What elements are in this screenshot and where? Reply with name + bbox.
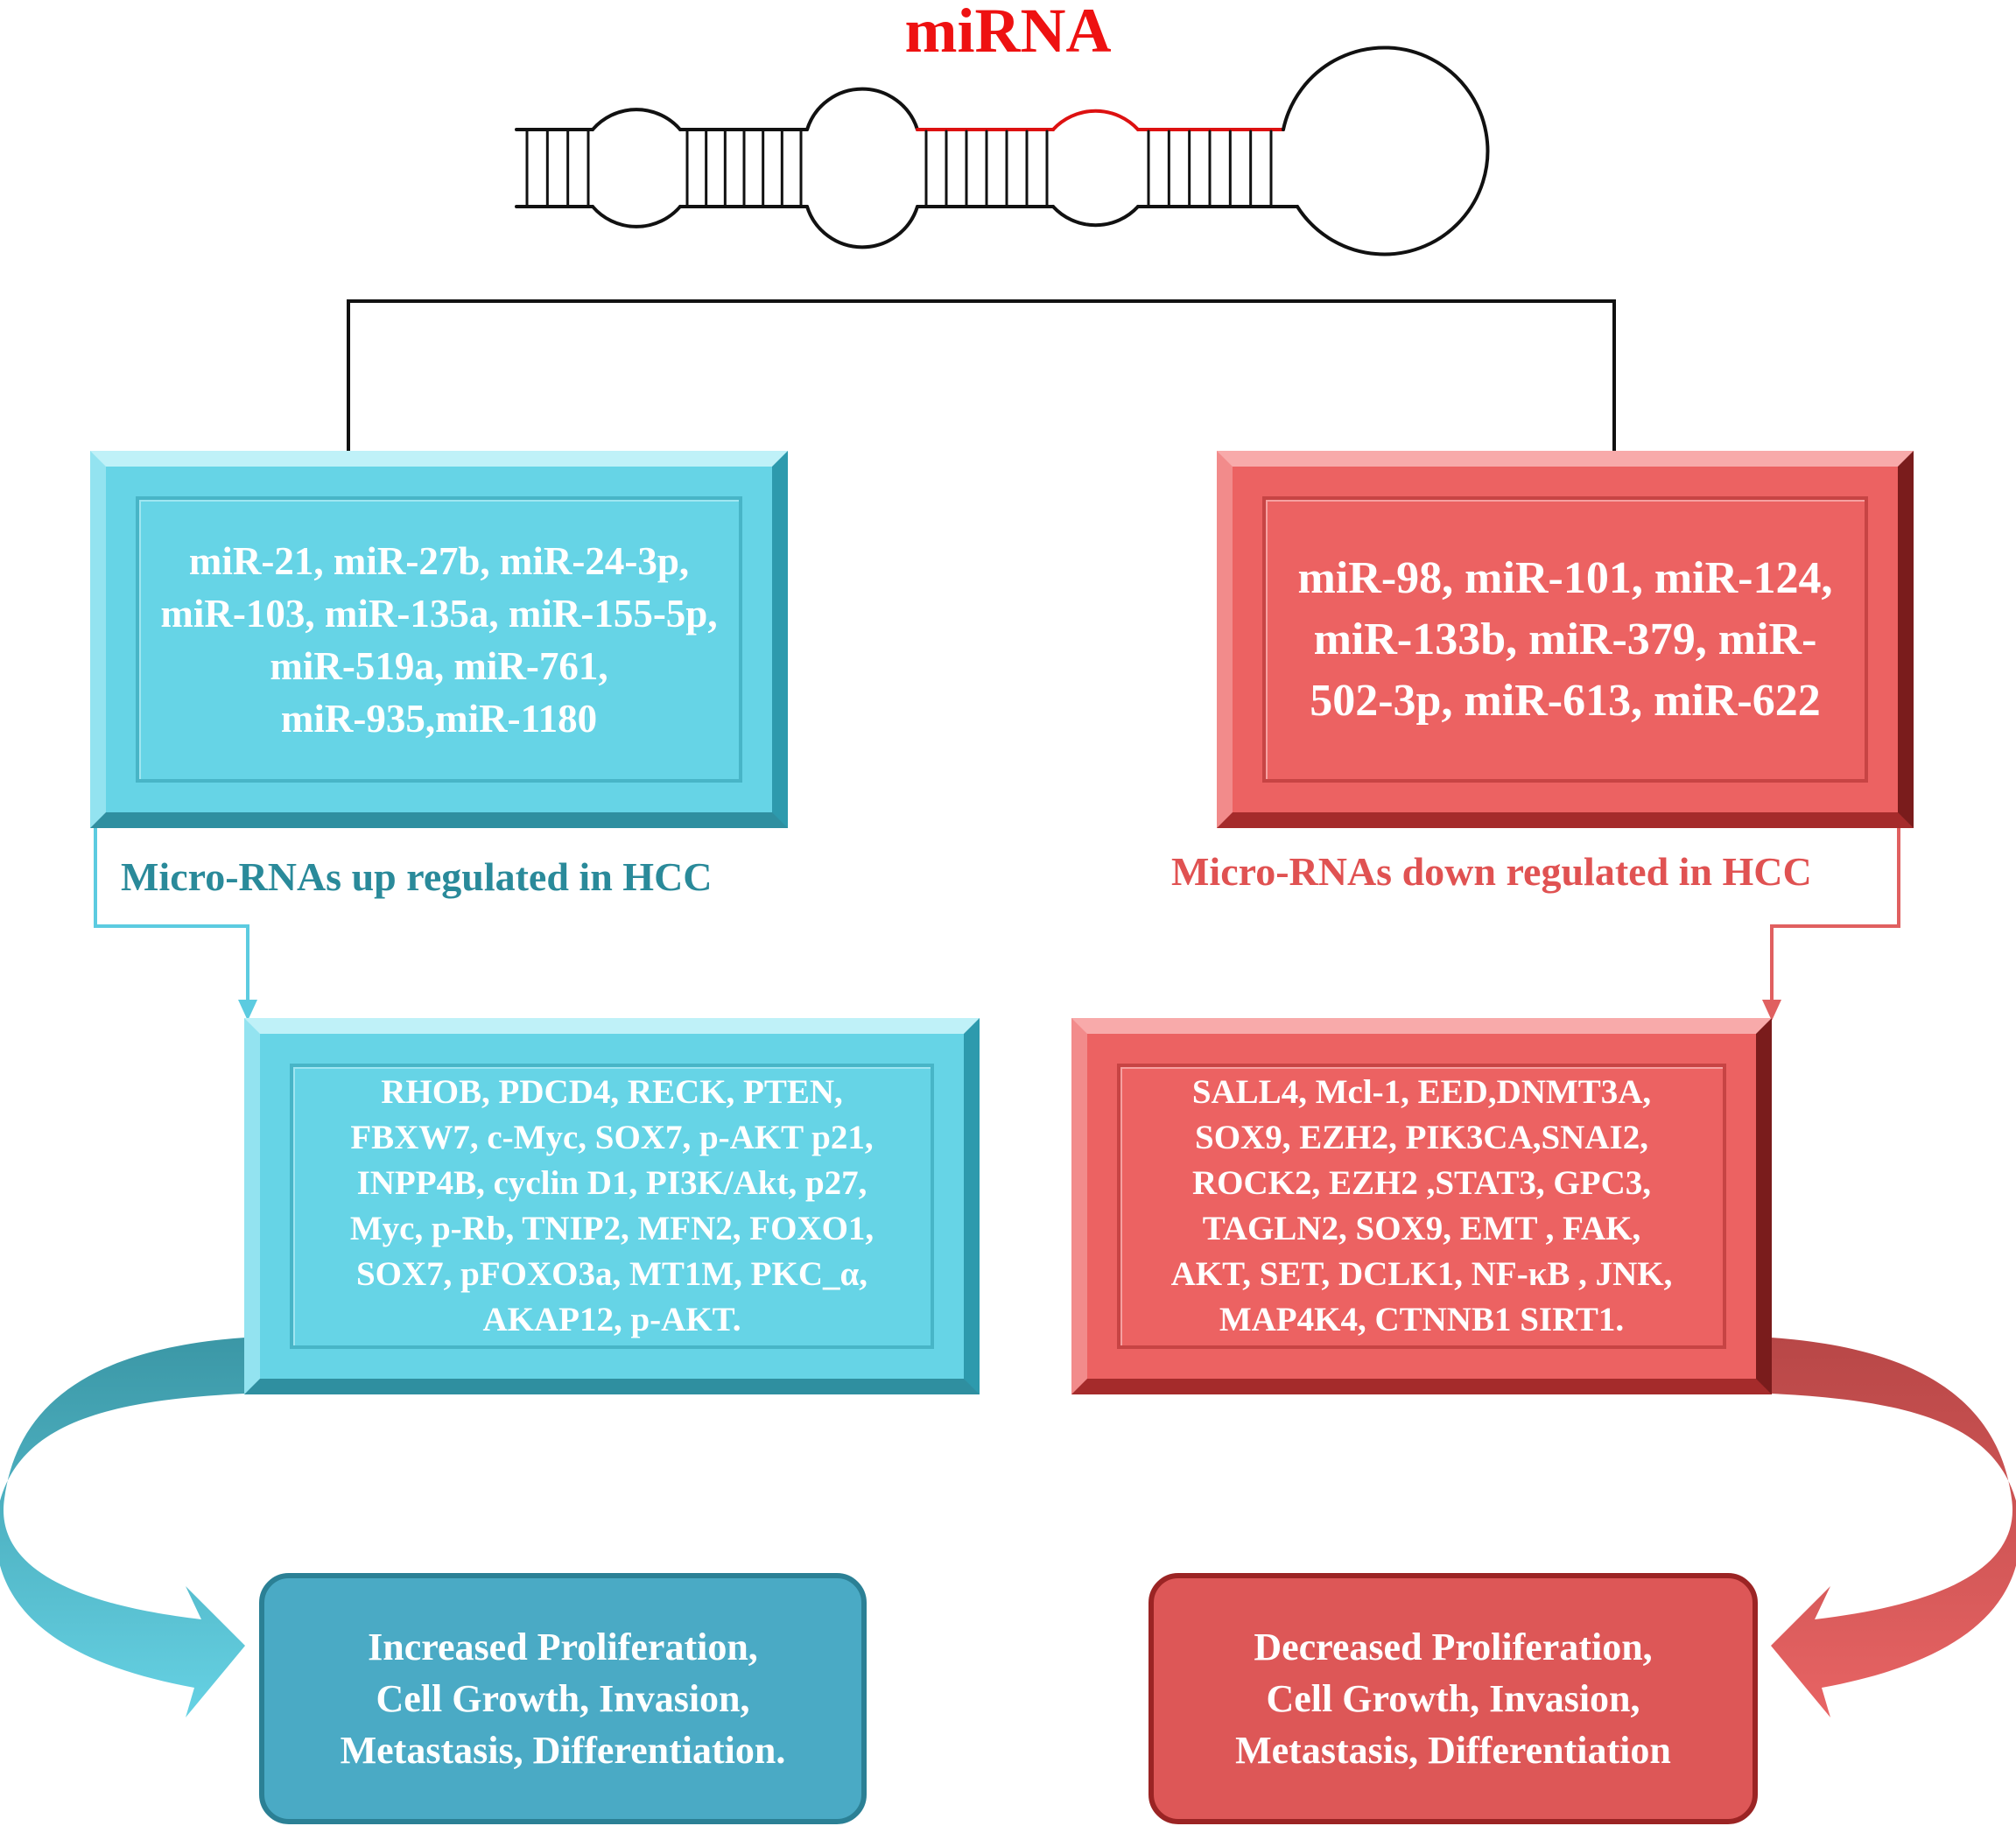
- down-effect-box: Decreased Proliferation, Cell Growth, In…: [1148, 1573, 1758, 1824]
- down-connector-line: [1770, 828, 1900, 1005]
- up-effect-text: Increased Proliferation, Cell Growth, In…: [340, 1626, 786, 1772]
- split-bracket: [347, 299, 1616, 451]
- up-regulated-label: Micro-RNAs up regulated in HCC: [121, 854, 713, 899]
- up-regulated-mirna-box: miR-21, miR-27b, miR-24-3p, miR-103, miR…: [90, 451, 788, 828]
- mirna-hairpin-icon: [515, 46, 1490, 256]
- down-targets-list: SALL4, Mcl-1, EED,DNMT3A, SOX9, EZH2, PI…: [1170, 1073, 1673, 1338]
- down-targets-box: SALL4, Mcl-1, EED,DNMT3A, SOX9, EZH2, PI…: [1071, 1018, 1772, 1394]
- up-regulated-mirna-list: miR-21, miR-27b, miR-24-3p, miR-103, miR…: [160, 538, 718, 741]
- up-targets-list: RHOB, PDCD4, RECK, PTEN, FBXW7, c-Myc, S…: [349, 1073, 875, 1338]
- up-connector-arrowhead-icon: [238, 1000, 257, 1021]
- up-connector-line: [94, 828, 249, 1005]
- up-effect-box: Increased Proliferation, Cell Growth, In…: [259, 1573, 867, 1824]
- down-regulated-label: Micro-RNAs down regulated in HCC: [1171, 849, 1812, 894]
- diagram-title: miRNA: [904, 0, 1112, 66]
- down-regulated-mirna-list: miR-98, miR-101, miR-124, miR-133b, miR-…: [1297, 552, 1833, 726]
- down-effect-text: Decreased Proliferation, Cell Growth, In…: [1235, 1626, 1671, 1772]
- down-curved-arrow-icon: [1771, 1338, 2016, 1717]
- down-regulated-mirna-box: miR-98, miR-101, miR-124, miR-133b, miR-…: [1217, 451, 1914, 828]
- up-targets-box: RHOB, PDCD4, RECK, PTEN, FBXW7, c-Myc, S…: [244, 1018, 980, 1394]
- up-curved-arrow-icon: [0, 1338, 245, 1717]
- down-connector-arrowhead-icon: [1762, 1000, 1781, 1021]
